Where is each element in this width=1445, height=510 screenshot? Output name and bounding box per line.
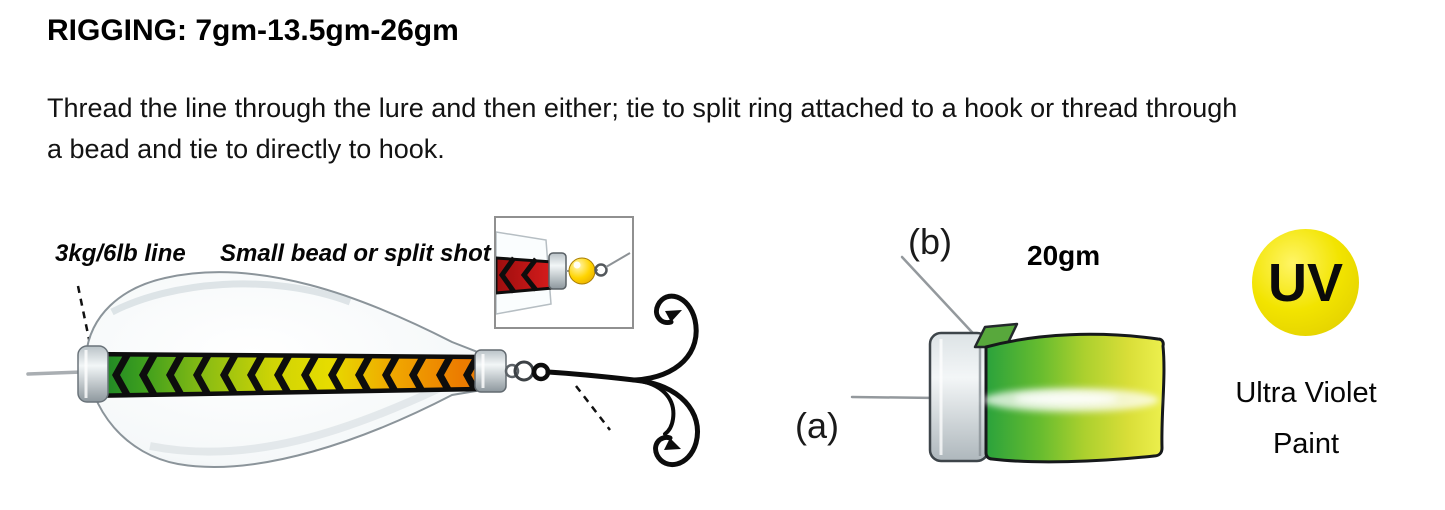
line-pointer-dashes — [76, 285, 92, 345]
uv-badge-text: UV — [1267, 252, 1343, 313]
uv-caption-line-2: Paint — [1272, 428, 1340, 460]
line-weight-label: 3kg/6lb line — [55, 240, 186, 267]
treble-hook-icon — [531, 293, 700, 467]
bead-label: Small bead or split shot — [220, 240, 491, 267]
weight-label: 20gm — [1027, 240, 1101, 271]
yellow-bead — [568, 257, 596, 285]
wire-loop — [594, 263, 608, 277]
page-title: RIGGING: 7gm-13.5gm-26gm — [47, 14, 459, 47]
instruction-line-2: a bead and tie to directly to hook. — [47, 134, 445, 164]
tube-body — [973, 322, 1166, 464]
tube-lure-illustration — [850, 255, 1166, 464]
fishing-line — [26, 370, 84, 376]
split-ring — [504, 360, 535, 382]
point-b-label: (b) — [908, 221, 952, 262]
left-ferrule — [77, 345, 109, 403]
bead-closeup-illustration — [496, 231, 631, 315]
uv-badge: UV — [1252, 229, 1359, 336]
wire-b — [900, 255, 985, 346]
tube-cap — [928, 331, 990, 463]
inset-ferrule — [548, 252, 567, 290]
inset-line-out — [605, 252, 631, 268]
uv-caption-line-1: Ultra Violet — [1235, 377, 1377, 409]
color-stripe — [79, 351, 483, 399]
instruction-text: Thread the line through the lure and the… — [47, 88, 1407, 170]
red-stripe — [496, 256, 555, 295]
bead-pointer-dashes — [575, 385, 611, 431]
spoon-lure-illustration — [26, 271, 700, 468]
instruction-line-1: Thread the line through the lure and the… — [47, 93, 1238, 123]
wire-a — [850, 395, 940, 400]
right-ferrule — [474, 349, 507, 393]
bead-closeup-inset — [494, 216, 634, 329]
point-a-label: (a) — [795, 405, 839, 446]
